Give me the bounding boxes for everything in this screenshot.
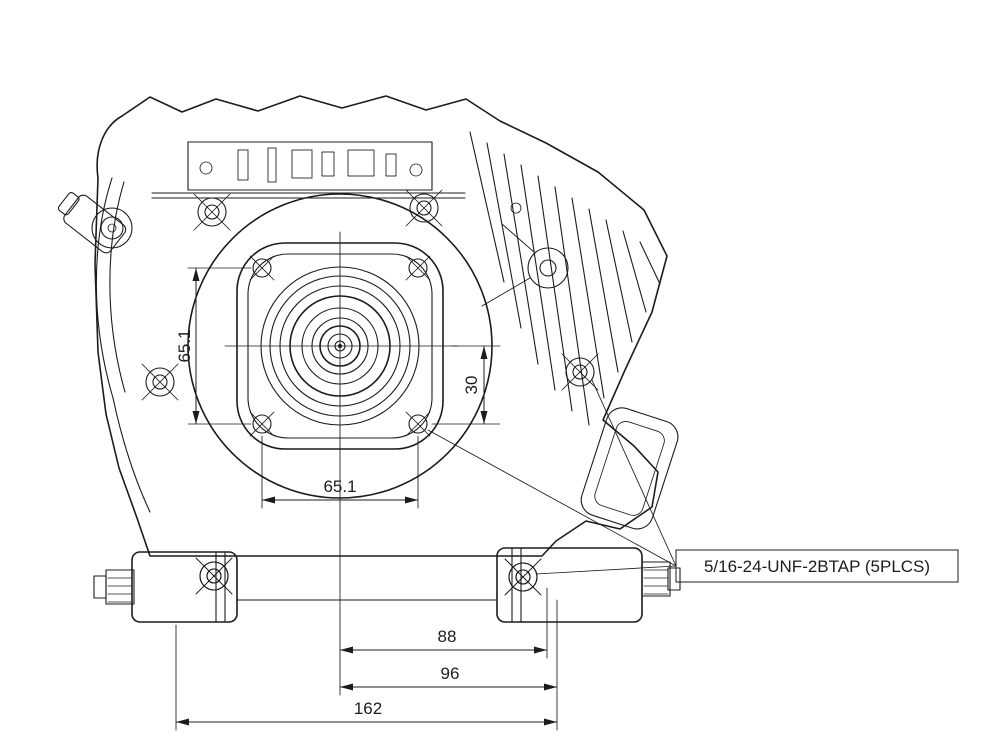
top-cover-details: [187, 141, 433, 191]
dim-label-mount-outer: 96: [441, 664, 460, 683]
right-mount-bolt: [641, 561, 681, 597]
center-lines: [224, 231, 459, 461]
note-label-tap: 5/16-24-UNF-2BTAP (5PLCS): [704, 557, 930, 576]
engine-body: [57, 95, 679, 557]
side-bracket: [580, 407, 679, 530]
oil-filler: [57, 191, 133, 254]
right-foot: [496, 547, 643, 623]
dimension-mount-inner: 88: [339, 459, 548, 696]
left-mount-bolt: [93, 569, 135, 605]
dim-label-center-offset: 30: [462, 376, 481, 395]
dimension-overall-width: 162: [175, 624, 557, 731]
note-box: [675, 549, 959, 583]
left-foot: [131, 551, 238, 623]
base-bolt: [195, 557, 233, 595]
dimension-mount-outer: 96: [340, 599, 558, 731]
base-bolt: [504, 558, 542, 596]
dim-label-mount-inner: 88: [438, 627, 457, 646]
thread-note: 5/16-24-UNF-2BTAP (5PLCS): [427, 379, 959, 583]
mounting-base: [93, 547, 681, 623]
dim-label-overall-width: 162: [354, 699, 382, 718]
cooling-fins: [469, 131, 661, 426]
dimension-flange-height: 65.1: [175, 267, 252, 425]
dim-label-flange-height: 65.1: [175, 329, 194, 362]
dimension-center-offset: 30: [431, 345, 501, 425]
